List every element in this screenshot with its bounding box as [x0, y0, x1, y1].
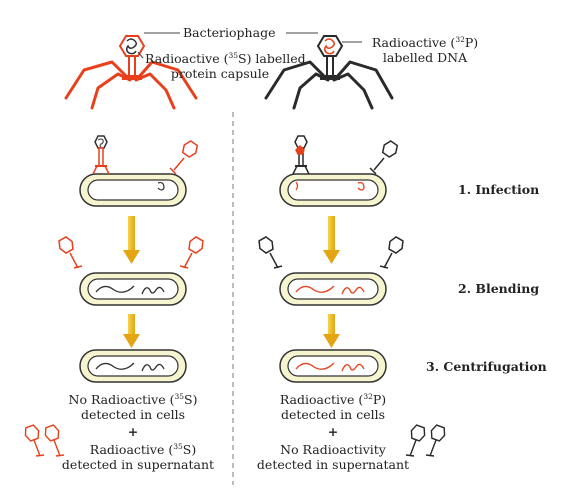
phage-right-infection-b [369, 140, 399, 175]
step-infection-label: 1. Infection [458, 182, 540, 197]
p32-label-line2: labelled DNA [382, 50, 468, 65]
phage-left-infection-b [169, 140, 199, 175]
phage-right-infection-a [292, 135, 310, 175]
phage-supernatant-left [24, 424, 65, 457]
large-phage-p32 [264, 35, 394, 110]
cell-left-infection [79, 173, 187, 207]
s35-label-line2: protein capsule [170, 66, 270, 81]
left-result-line4: detected in supernatant [61, 457, 215, 472]
right-result-line4: detected in supernatant [256, 457, 410, 472]
right-result-plus: + [327, 424, 339, 439]
s35-label-line1: Radioactive (35S) labelled [145, 51, 306, 66]
step-blending-label: 2. Blending [458, 281, 540, 296]
arrow-left-2 [123, 314, 140, 348]
right-result-line2: detected in cells [280, 407, 386, 422]
phage-right-blending-a [258, 236, 283, 269]
left-result-plus: + [127, 424, 139, 439]
arrow-right-1 [323, 216, 340, 264]
phage-left-infection-a [92, 135, 110, 175]
cell-right-infection [279, 173, 387, 207]
cell-left-centrifugation [79, 349, 187, 383]
arrow-right-2 [323, 314, 340, 348]
left-result-line3: Radioactive (35S) [89, 442, 197, 457]
step-centrifugation-label: 3. Centrifugation [426, 359, 547, 374]
cell-right-blending [279, 272, 387, 306]
right-result-line1: Radioactive (32P) [279, 392, 387, 407]
phage-left-blending-a [58, 236, 83, 269]
cell-left-blending [79, 272, 187, 306]
left-result-line2: detected in cells [80, 407, 186, 422]
right-result-line3: No Radioactivity [280, 442, 386, 457]
cell-right-centrifugation [279, 349, 387, 383]
bacteriophage-label: Bacteriophage [183, 25, 276, 40]
large-phage-s35 [64, 35, 198, 110]
left-result-line1: No Radioactive (35S) [68, 392, 198, 407]
label-leaders [137, 32, 362, 59]
arrow-left-1 [123, 216, 140, 264]
phage-left-blending-b [179, 236, 204, 269]
p32-label-line1: Radioactive (32P) [371, 35, 479, 50]
phage-right-blending-b [379, 236, 404, 269]
phage-supernatant-right [405, 424, 446, 457]
